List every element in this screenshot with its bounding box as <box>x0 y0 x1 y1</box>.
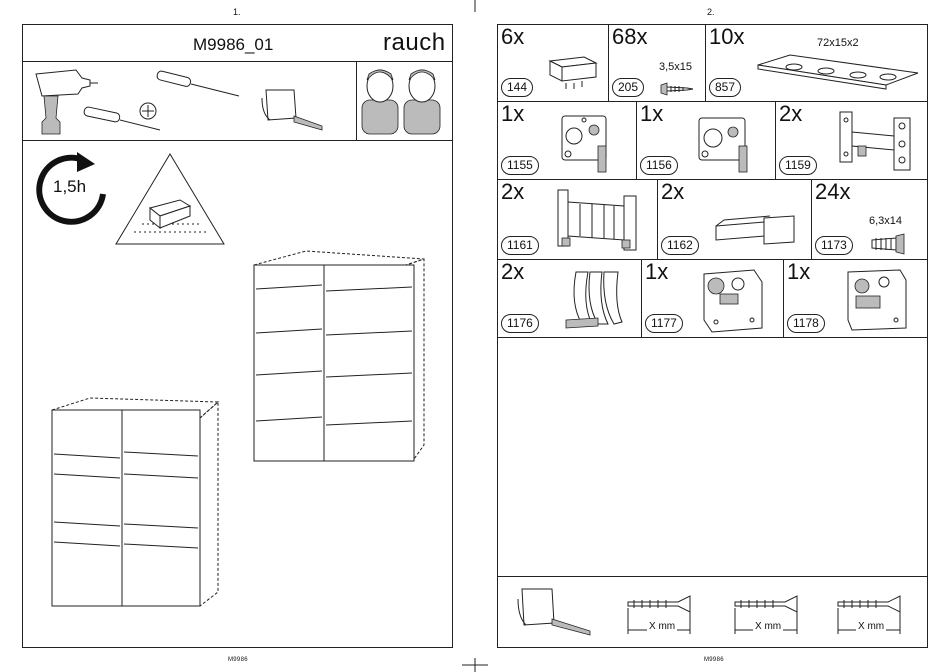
part-id-badge: 1162 <box>661 236 699 255</box>
right-page-number: 2. <box>707 7 715 17</box>
part-dimension: 3,5x15 <box>659 61 692 73</box>
part-qty: 24x <box>815 181 850 203</box>
part-1176-guide-icon <box>558 264 638 334</box>
part-cell-205: 68x 3,5x15 205 <box>609 25 706 102</box>
part-cell-144: 6x 144 <box>498 25 609 102</box>
part-id-badge: 1178 <box>787 314 825 333</box>
part-qty: 1x <box>787 261 810 283</box>
part-qty: 68x <box>612 26 647 48</box>
part-cell-1178: 1x 1178 <box>784 260 927 338</box>
part-qty: 10x <box>709 26 744 48</box>
part-qty: 1x <box>645 261 668 283</box>
part-1161-frame-icon <box>554 184 654 256</box>
part-qty: 2x <box>661 181 684 203</box>
part-qty: 6x <box>501 26 524 48</box>
part-id-badge: 857 <box>709 78 741 97</box>
left-page-footer: M9986 <box>228 657 248 663</box>
screw-gauge-label-2: X mm <box>753 621 783 632</box>
part-1155-roller-icon <box>554 106 624 176</box>
part-qty: 1x <box>640 103 663 125</box>
part-857-plate-icon <box>754 53 924 93</box>
part-cell-1159: 2x 1159 <box>776 102 927 180</box>
part-id-badge: 1161 <box>501 236 539 255</box>
part-id-badge: 1173 <box>815 236 853 255</box>
screw-gauge-label-1: X mm <box>647 621 677 632</box>
part-1173-screw-icon <box>870 232 914 256</box>
gauge-strip-divider <box>498 576 927 577</box>
brand-logo: rauch <box>383 29 446 57</box>
part-cell-1173: 24x 6,3x14 1173 <box>812 180 927 260</box>
part-1178-roller-icon <box>840 264 920 336</box>
assembly-duration: 1,5h <box>53 177 86 197</box>
tape-measure-icon <box>512 583 592 643</box>
part-1159-bracket-icon <box>832 106 922 176</box>
part-144-glide-icon <box>544 53 604 93</box>
part-id-badge: 144 <box>501 78 533 97</box>
model-number: M9986_01 <box>193 35 273 55</box>
part-cell-1161: 2x 1161 <box>498 180 658 260</box>
part-1156-roller-icon <box>691 106 761 176</box>
screwdriver-icon <box>155 72 245 112</box>
part-dimension: 72x15x2 <box>817 37 859 49</box>
phillips-head-icon <box>138 101 158 121</box>
part-qty: 1x <box>501 103 524 125</box>
soft-surface-warning-icon <box>114 150 234 250</box>
part-qty: 2x <box>779 103 802 125</box>
part-id-badge: 1177 <box>645 314 683 333</box>
part-cell-1176: 2x 1176 <box>498 260 642 338</box>
part-qty: 2x <box>501 261 524 283</box>
part-cell-1156: 1x 1156 <box>637 102 776 180</box>
part-id-badge: 205 <box>612 78 644 97</box>
part-id-badge: 1176 <box>501 314 539 333</box>
wardrobe-illustration-large <box>246 245 426 465</box>
right-page-frame: 6x 144 68x 3,5x15 205 10x 72x15x2 857 <box>497 24 928 648</box>
part-cell-857: 10x 72x15x2 857 <box>706 25 927 102</box>
persons-divider <box>356 61 357 140</box>
part-dimension: 6,3x14 <box>869 215 902 227</box>
left-page-number: 1. <box>233 7 241 17</box>
right-page-footer: M9986 <box>704 657 724 663</box>
part-cell-1177: 1x 1177 <box>642 260 784 338</box>
part-id-badge: 1159 <box>779 156 817 175</box>
tape-measure-icon <box>258 84 328 134</box>
part-1177-roller-icon <box>696 264 776 336</box>
part-id-badge: 1155 <box>501 156 539 175</box>
part-205-screw-icon <box>657 81 697 101</box>
part-1162-stopper-icon <box>714 212 804 262</box>
wardrobe-illustration-small <box>50 392 230 612</box>
part-cell-1155: 1x 1155 <box>498 102 637 180</box>
two-persons-icon <box>358 62 448 136</box>
part-id-badge: 1156 <box>640 156 678 175</box>
screw-gauge-label-3: X mm <box>856 621 886 632</box>
part-cell-1162: 2x 1162 <box>658 180 812 260</box>
part-qty: 2x <box>501 181 524 203</box>
